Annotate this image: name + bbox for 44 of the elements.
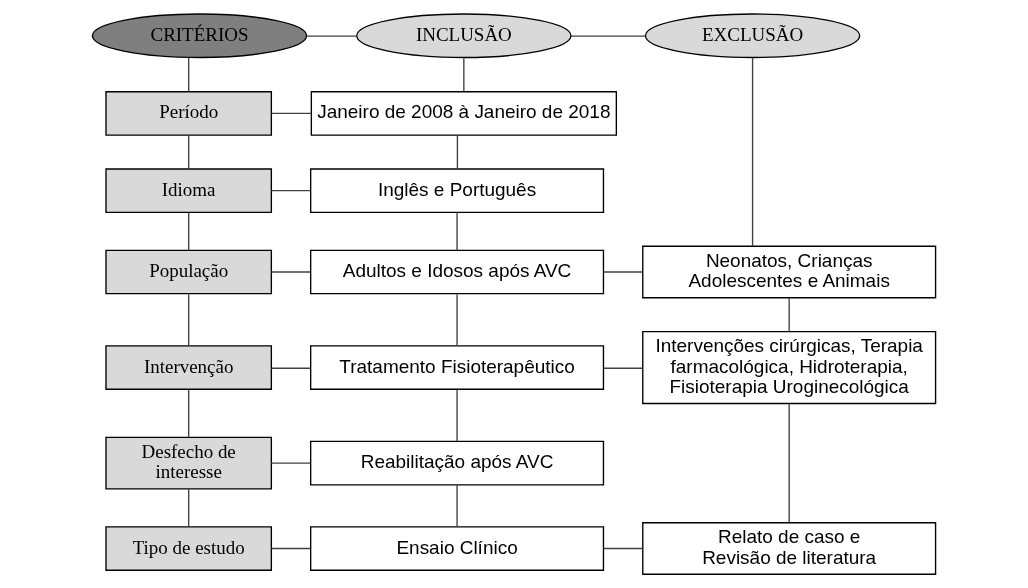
- connector: [751, 57, 754, 247]
- connector: [188, 293, 190, 347]
- connector: [456, 134, 459, 170]
- node-box: População: [105, 249, 273, 295]
- connector: [188, 134, 190, 170]
- connector: [270, 462, 312, 464]
- connector: [456, 389, 458, 442]
- connector: [305, 35, 358, 37]
- connector: [270, 190, 312, 192]
- node-ellipse: CRITÉRIOS: [91, 13, 308, 59]
- node-box: Tratamento Fisioterapêutico: [310, 345, 605, 390]
- node-box: Reabilitação após AVC: [310, 440, 605, 486]
- node-box: Desfecho de interesse: [105, 436, 273, 490]
- connector: [456, 484, 458, 527]
- connector: [188, 389, 190, 439]
- connector: [270, 367, 312, 369]
- connector: [270, 271, 312, 273]
- connector: [463, 57, 465, 92]
- connector: [603, 547, 644, 550]
- node-box: Adultos e Idosos após AVC: [310, 249, 605, 295]
- node-box: Período: [105, 91, 273, 136]
- node-box: Neonatos, Crianças Adolescentes e Animais: [642, 245, 937, 299]
- connector: [603, 271, 644, 273]
- connector: [188, 57, 190, 93]
- node-ellipse: INCLUSÃO: [356, 13, 572, 59]
- node-box: Relato de caso e Revisão de literatura: [642, 522, 937, 575]
- connector: [456, 211, 458, 251]
- node-box: Janeiro de 2008 à Janeiro de 2018: [310, 91, 617, 136]
- node-box: Tipo de estudo: [105, 526, 273, 571]
- node-box: Intervenções cirúrgicas, Terapia farmacológica, Hidroterapia, Fisioterapia Uroginecológica: [642, 330, 937, 405]
- connector: [188, 211, 190, 251]
- connector: [456, 293, 458, 347]
- connector: [570, 35, 646, 37]
- node-box: Idioma: [105, 168, 273, 214]
- connector: [788, 403, 790, 524]
- node-box: Inglês e Português: [310, 168, 605, 214]
- connector: [788, 297, 790, 333]
- node-ellipse: EXCLUSÃO: [644, 13, 861, 59]
- connector: [270, 547, 312, 550]
- node-box: Intervenção: [105, 345, 273, 390]
- connector: [188, 488, 190, 528]
- connector: [603, 367, 644, 369]
- connector: [270, 112, 312, 115]
- node-box: Ensaio Clínico: [310, 526, 605, 571]
